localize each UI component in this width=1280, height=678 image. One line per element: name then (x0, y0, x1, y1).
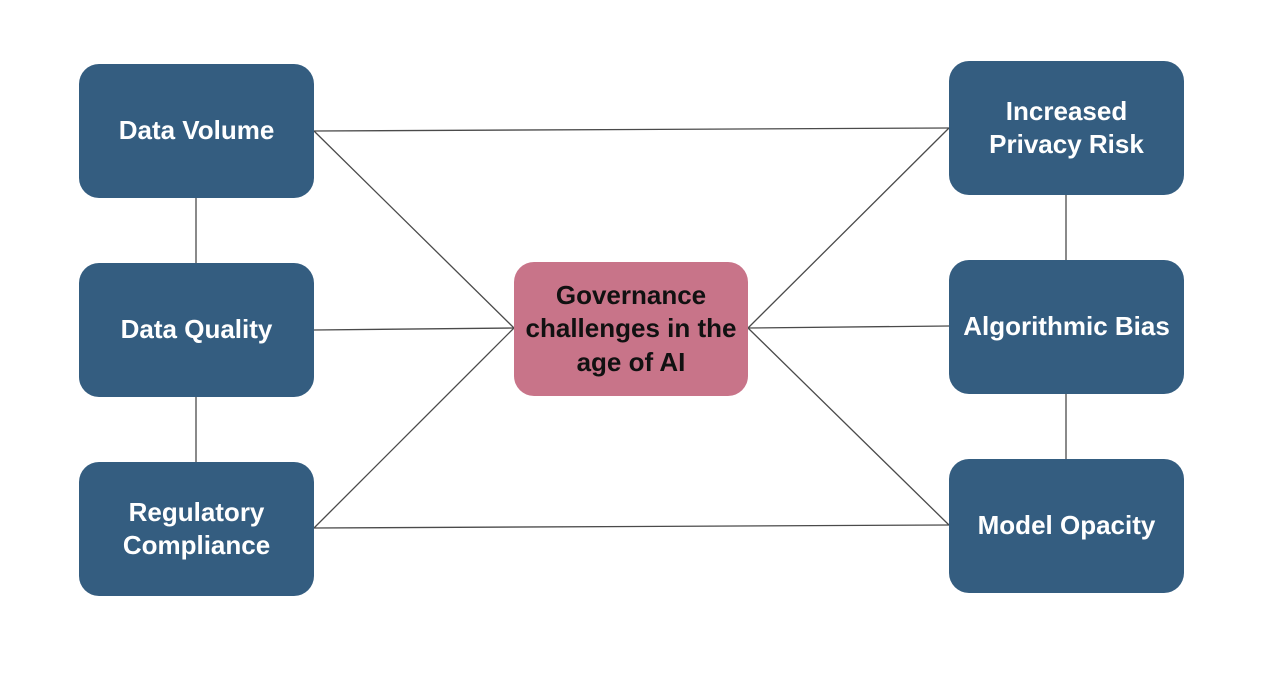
connector-regulatory-opacity (313, 524, 950, 529)
connector-volume-privacy (313, 127, 950, 132)
node-label: Algorithmic Bias (963, 311, 1170, 342)
node-label: Data Volume (118, 115, 275, 146)
node-data-volume: Data Volume (79, 64, 314, 198)
node-regulatory-compliance: Regulatory Compliance (79, 462, 314, 596)
node-label: Regulatory Compliance (122, 496, 271, 560)
connector-center-bias (747, 325, 950, 329)
connector-volume-center (313, 130, 515, 329)
node-label: Increased Privacy Risk (989, 95, 1144, 159)
node-label: Model Opacity (977, 510, 1156, 541)
node-data-quality: Data Quality (79, 263, 314, 397)
node-center-governance: Governance challenges in the age of AI (514, 262, 748, 396)
node-label: Data Quality (120, 314, 273, 345)
connector-regulatory-center (313, 327, 515, 529)
connector-quality-center (313, 327, 515, 331)
connector-center-privacy (747, 127, 950, 329)
connector-center-opacity (747, 327, 950, 526)
node-increased-privacy-risk: Increased Privacy Risk (949, 61, 1184, 195)
center-label: Governance challenges in the age of AI (525, 280, 737, 377)
node-algorithmic-bias: Algorithmic Bias (949, 260, 1184, 394)
node-model-opacity: Model Opacity (949, 459, 1184, 593)
